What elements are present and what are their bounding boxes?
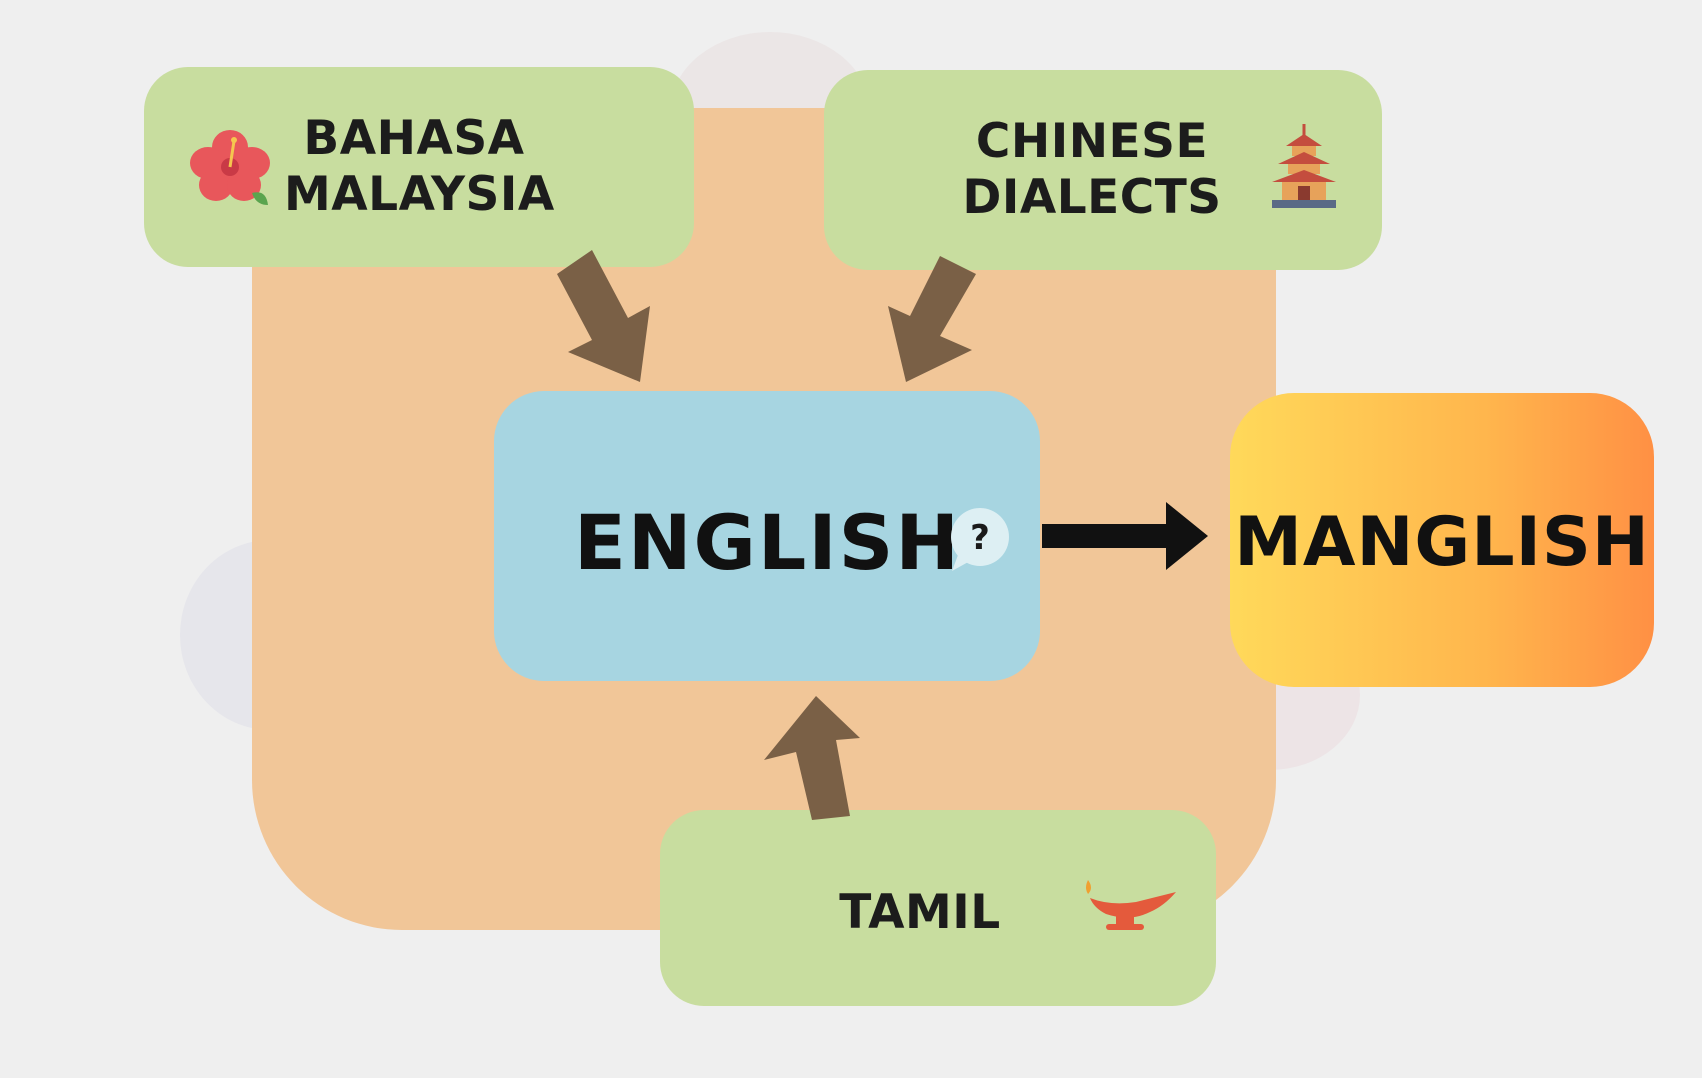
bahasa-malaysia-node: BAHASA MALAYSIA <box>144 67 694 267</box>
chinese-dialects-node: CHINESE DIALECTS <box>824 70 1382 270</box>
oil-lamp-icon <box>1086 880 1176 930</box>
tamil-node: TAMIL <box>660 810 1216 1006</box>
question-mark-text: ? <box>970 518 990 558</box>
arrow-bahasa-to-english <box>557 250 650 382</box>
tamil-label: TAMIL <box>839 885 1001 940</box>
question-bubble-shape: ? <box>951 508 1009 571</box>
manglish-node: MANGLISH <box>1230 393 1654 687</box>
manglish-label: MANGLISH <box>1234 503 1650 582</box>
chinese-dialects-label: CHINESE DIALECTS <box>962 114 1222 226</box>
pagoda-icon <box>1272 124 1336 208</box>
bahasa-label-line2: MALAYSIA <box>284 167 555 222</box>
hibiscus-flower-icon <box>190 130 270 205</box>
english-label: ENGLISH <box>574 498 961 587</box>
chinese-label-line1: CHINESE <box>975 114 1209 169</box>
arrow-tamil-to-english <box>764 696 860 820</box>
arrow-chinese-to-english <box>888 256 976 382</box>
arrow-english-to-manglish <box>1042 502 1208 570</box>
bahasa-malaysia-label: BAHASA MALAYSIA <box>284 111 555 223</box>
question-bubble-icon: ? <box>944 505 1014 575</box>
english-node: ENGLISH ? <box>494 391 1040 681</box>
bahasa-label-line1: BAHASA <box>303 111 525 166</box>
chinese-label-line2: DIALECTS <box>962 170 1222 225</box>
